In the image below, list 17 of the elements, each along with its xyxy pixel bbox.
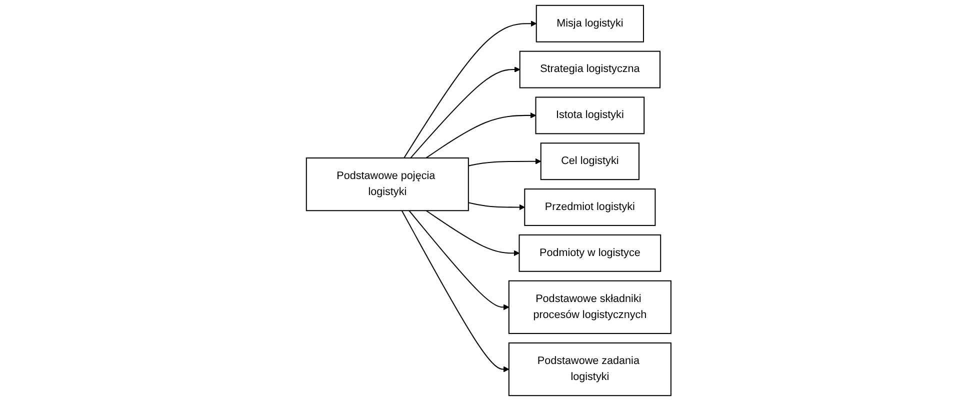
arrow — [468, 202, 526, 210]
node-box: Podstawowe składniki procesów logistycznych — [508, 280, 672, 334]
arrow — [426, 112, 536, 158]
arrow — [409, 210, 510, 310]
arrow — [404, 20, 537, 158]
node-box: Cel logistyki — [540, 142, 640, 180]
arrow — [426, 210, 520, 256]
node-box: Podstawowe pojęcia logistyki — [306, 157, 470, 212]
node-box: Strategia logistyczna — [520, 50, 661, 88]
node-box: Istota logistyki — [536, 96, 645, 134]
node-box: Misja logistyki — [536, 4, 644, 42]
arrow — [468, 158, 542, 166]
node-box: Przedmiot logistyki — [524, 188, 656, 226]
arrow — [402, 210, 510, 372]
node-box: Podmioty w logistyce — [519, 234, 662, 272]
arrow — [410, 66, 520, 158]
node-box: Podstawowe zadania logistyki — [508, 342, 672, 396]
